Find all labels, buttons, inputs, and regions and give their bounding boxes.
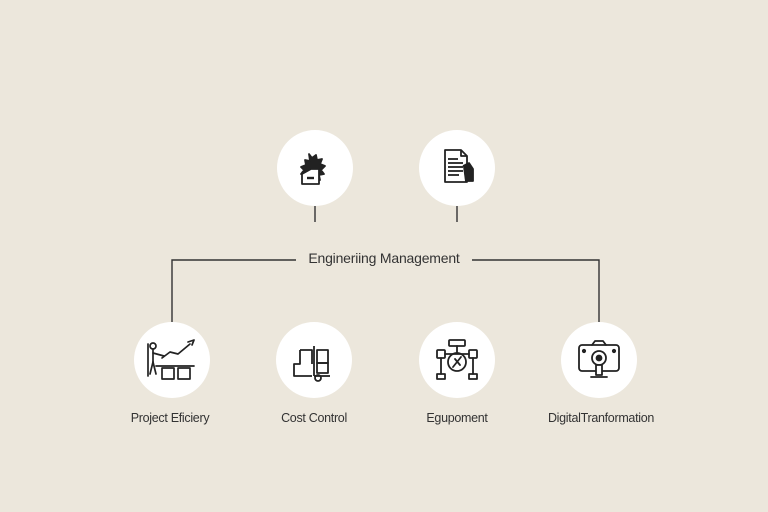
node-top-right (419, 130, 495, 206)
caption-digital-transformation: DigitalTranformation (547, 411, 655, 425)
node-top-left (277, 130, 353, 206)
gear-folder-icon (300, 153, 326, 185)
pipe-valve-icon (436, 339, 478, 380)
caption-project-efficiency: Project Eficiery (130, 411, 210, 425)
caption-cost-control: Cost Control (281, 411, 347, 425)
node-equipment (419, 322, 495, 398)
crane-worker-icon (147, 339, 195, 380)
connector-left-branch (171, 259, 296, 340)
forklift-icon (293, 346, 330, 382)
node-project-efficiency (134, 322, 210, 398)
node-cost-control (276, 322, 352, 398)
node-digital-transformation (561, 322, 637, 398)
center-label: Engineriing Management (296, 250, 472, 268)
monitor-key-icon (578, 340, 620, 378)
document-icon (444, 149, 474, 183)
caption-equipment: Egupoment (426, 411, 488, 425)
connector-right-branch (472, 259, 600, 325)
